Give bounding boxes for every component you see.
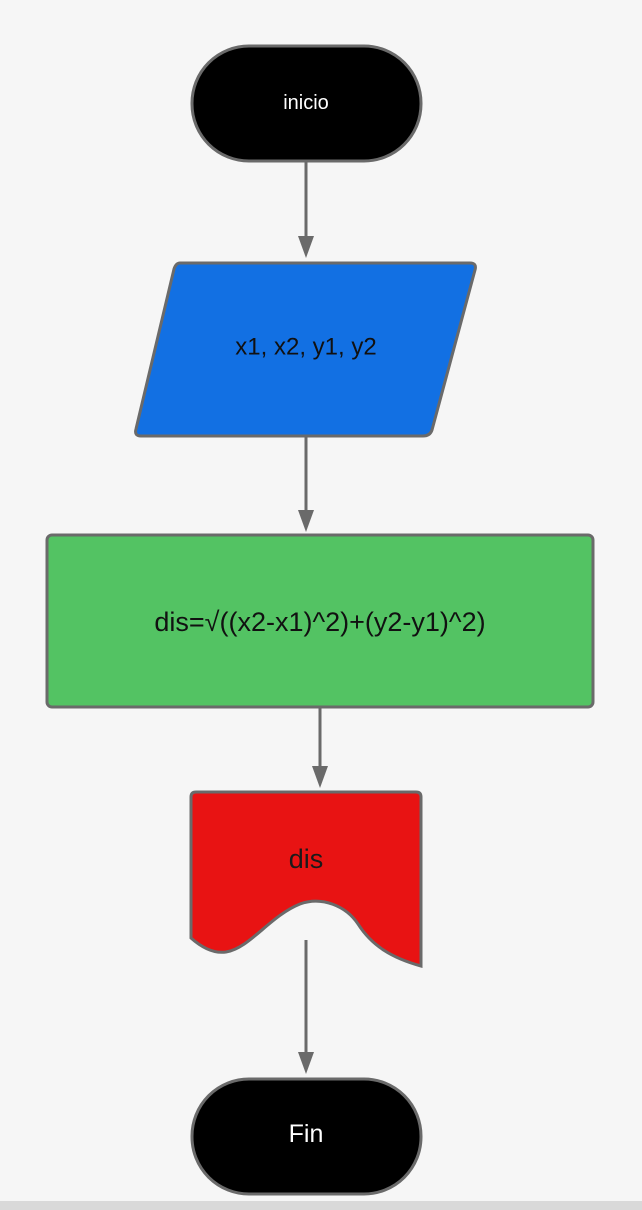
end-label: Fin bbox=[289, 1120, 324, 1148]
end-terminal-shape bbox=[190, 1077, 423, 1196]
input-label: x1, x2, y1, y2 bbox=[235, 334, 376, 361]
process-rectangle-shape bbox=[45, 533, 595, 709]
start-terminal-shape bbox=[190, 44, 423, 163]
process-node: dis=√((x2-x1)^2)+(y2-y1)^2) bbox=[45, 533, 595, 709]
arrow-output-to-end bbox=[298, 1052, 314, 1074]
input-node: x1, x2, y1, y2 bbox=[134, 261, 477, 438]
start-node: inicio bbox=[190, 44, 423, 163]
input-parallelogram-shape bbox=[134, 261, 477, 438]
bottom-edge-bar bbox=[0, 1201, 642, 1210]
arrow-input-to-process bbox=[298, 510, 314, 532]
start-label: inicio bbox=[283, 92, 329, 114]
arrow-start-to-input bbox=[298, 236, 314, 258]
arrow-process-to-output bbox=[312, 766, 328, 788]
output-document-shape bbox=[189, 790, 423, 968]
process-label: dis=√((x2-x1)^2)+(y2-y1)^2) bbox=[154, 607, 485, 637]
output-label: dis bbox=[289, 844, 324, 874]
end-node: Fin bbox=[190, 1077, 423, 1196]
output-node: dis bbox=[189, 790, 423, 968]
connectors bbox=[298, 162, 328, 1074]
